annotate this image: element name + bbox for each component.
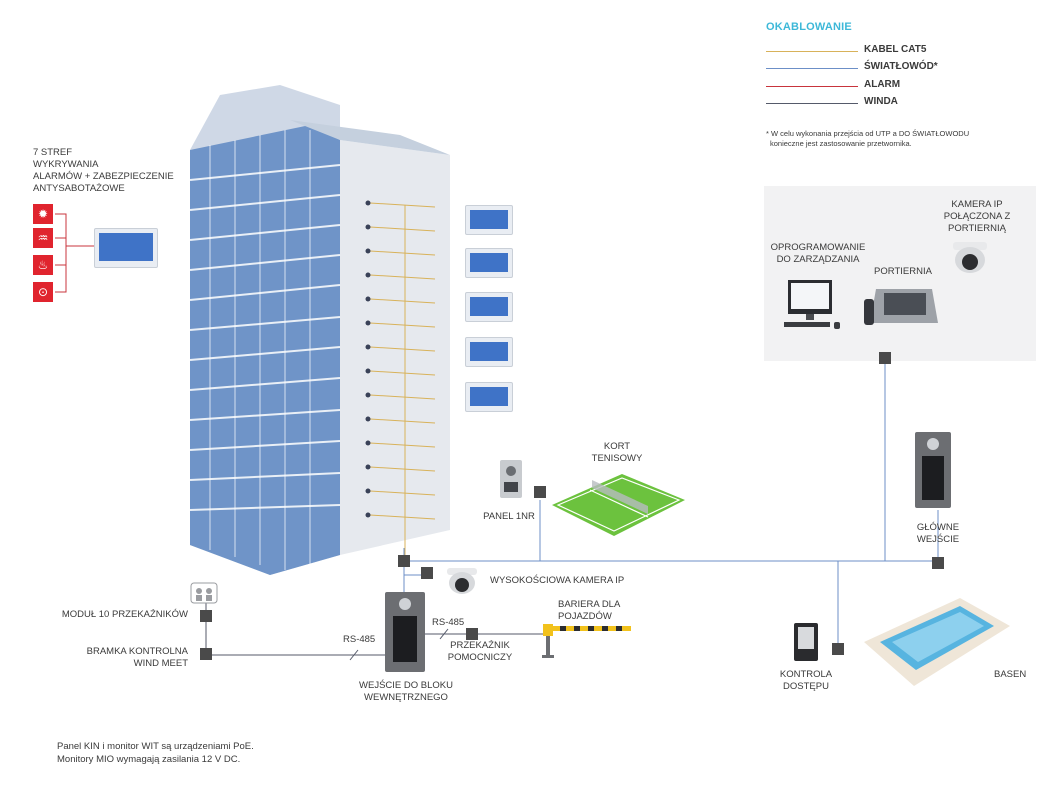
legend-item-fiber: ŚWIATŁOWÓD* [766, 61, 966, 75]
alarm-light-icon: ✹ [33, 204, 53, 224]
aux-relay-label: PRZEKAŹNIK POMOCNICZY [440, 640, 520, 664]
pool-label: BASEN [994, 669, 1027, 680]
water-leak-icon: ♒ [33, 228, 53, 248]
network-node [534, 486, 546, 498]
note-line: konieczne jest zastosowanie przetwornika… [770, 139, 912, 148]
legend-label: KABEL CAT5 [864, 44, 927, 55]
note-line: * W celu wykonania przejścia od UTP a DO… [766, 129, 970, 138]
caption-line: DO ZARZĄDZANIA [776, 254, 860, 265]
swimming-pool-icon [864, 598, 1010, 686]
legend-title: OKABLOWANIE [766, 21, 852, 33]
caption-line: WYKRYWANIA [33, 159, 99, 170]
network-node [932, 557, 944, 569]
concierge-station-icon [864, 289, 938, 325]
network-node [200, 648, 212, 660]
alarm-monitor [94, 228, 158, 268]
panel1nr-label: PANEL 1NR [483, 511, 535, 522]
caption-line: WEWNĘTRZNEGO [364, 692, 448, 703]
caption-line: KONTROLA [779, 669, 833, 680]
legend-label: WINDA [864, 96, 898, 107]
network-node [832, 643, 844, 655]
network-node [421, 567, 433, 579]
network-node [200, 610, 212, 622]
relay-module-icon [190, 582, 218, 604]
software-label: OPROGRAMOWANIE DO ZARZĄDZANIA [770, 242, 866, 266]
tennis-court-icon [552, 474, 685, 536]
caption-line: BRAMKA KONTROLNA [86, 646, 188, 657]
barrier-label: BARIERA DLA POJAZDÓW [558, 599, 620, 623]
legend-item-alarm: ALARM [766, 79, 966, 93]
legend-item-cat5: KABEL CAT5 [766, 44, 966, 58]
caption-line: ALARMÓW + ZABEZPIECZENIE [33, 171, 174, 182]
network-node [879, 352, 891, 364]
legend-label: ALARM [864, 79, 901, 90]
vehicle-barrier-icon [542, 624, 631, 658]
portiernia-label: PORTIERNIA [874, 266, 932, 277]
alarm-swatch [766, 86, 858, 88]
block-entry-panel [385, 592, 425, 672]
fire-icon: ♨ [33, 255, 53, 275]
monitor-5 [465, 382, 513, 412]
monitor-2 [465, 248, 513, 278]
hd-dome-camera-icon [447, 568, 477, 594]
caption-line: WEJŚCIE [916, 534, 960, 545]
panic-button-icon: ⊙ [33, 282, 53, 302]
caption-line: DOSTĘPU [783, 681, 829, 692]
computer-icon [784, 280, 840, 329]
fiber-swatch [766, 68, 858, 70]
caption-line: KAMERA IP [951, 199, 1003, 210]
rs485-left-label: RS-485 [343, 634, 376, 645]
legend-note: * W celu wykonania przejścia od UTP a DO… [766, 129, 1026, 149]
legend-item-lift: WINDA [766, 96, 966, 110]
caption-line: WEJŚCIE DO BLOKU [359, 680, 453, 691]
footer-line: Monitory MIO wymagają zasilania 12 V DC. [57, 754, 241, 765]
main-entry-label: GŁÓWNE WEJŚCIE [898, 522, 978, 546]
legend-label: ŚWIATŁOWÓD* [864, 61, 938, 72]
relay-module-label: MODUŁ 10 PRZEKAŹNIKÓW [61, 609, 188, 620]
monitor-3 [465, 292, 513, 322]
caption-line: PORTIERNIĄ [948, 223, 1006, 234]
network-node [466, 628, 478, 640]
caption-line: GŁÓWNE [916, 522, 960, 533]
caption-line: ANTYSABOTAŻOWE [33, 183, 125, 194]
lift-swatch [766, 103, 858, 105]
access-control-label: KONTROLA DOSTĘPU [768, 669, 844, 693]
alarm-caption: 7 STREF WYKRYWANIA ALARMÓW + ZABEZPIECZE… [33, 147, 174, 195]
caption-line: WIND MEET [133, 658, 188, 669]
access-control-device [794, 623, 818, 661]
caption-line: BARIERA DLA [558, 599, 621, 610]
rs485-right-label: RS-485 [432, 617, 465, 628]
footer-line: Panel KIN i monitor WIT są urządzeniami … [57, 741, 254, 752]
ipcam-label: KAMERA IP POŁĄCZONA Z PORTIERNIĄ [930, 199, 1024, 235]
block-entry-label: WEJŚCIE DO BLOKU WEWNĘTRZNEGO [350, 680, 462, 704]
caption-line: POJAZDÓW [558, 611, 612, 622]
monitor-4 [465, 337, 513, 367]
main-entry-panel [915, 432, 951, 508]
caption-line: KORT [603, 441, 631, 452]
caption-line: POMOCNICZY [447, 652, 513, 663]
footer-note: Panel KIN i monitor WIT są urządzeniami … [57, 740, 254, 766]
court-label: KORT TENISOWY [572, 441, 662, 465]
portiernia-area [764, 186, 1036, 361]
network-node [398, 555, 410, 567]
caption-line: OPROGRAMOWANIE [770, 242, 866, 253]
caption-line: PRZEKAŹNIK [450, 640, 510, 651]
dome-camera-icon [953, 242, 987, 273]
building-illustration [189, 85, 450, 575]
hd-camera-label: WYSOKOŚCIOWA KAMERA IP [490, 575, 625, 586]
caption-line: TENISOWY [591, 453, 643, 464]
caption-line: POŁĄCZONA Z [943, 211, 1011, 222]
cat5-swatch [766, 51, 858, 53]
caption-line: 7 STREF [33, 147, 73, 158]
gate-label: BRAMKA KONTROLNA WIND MEET [60, 646, 188, 670]
panel-1nr-device [500, 460, 522, 498]
monitor-1 [465, 205, 513, 235]
